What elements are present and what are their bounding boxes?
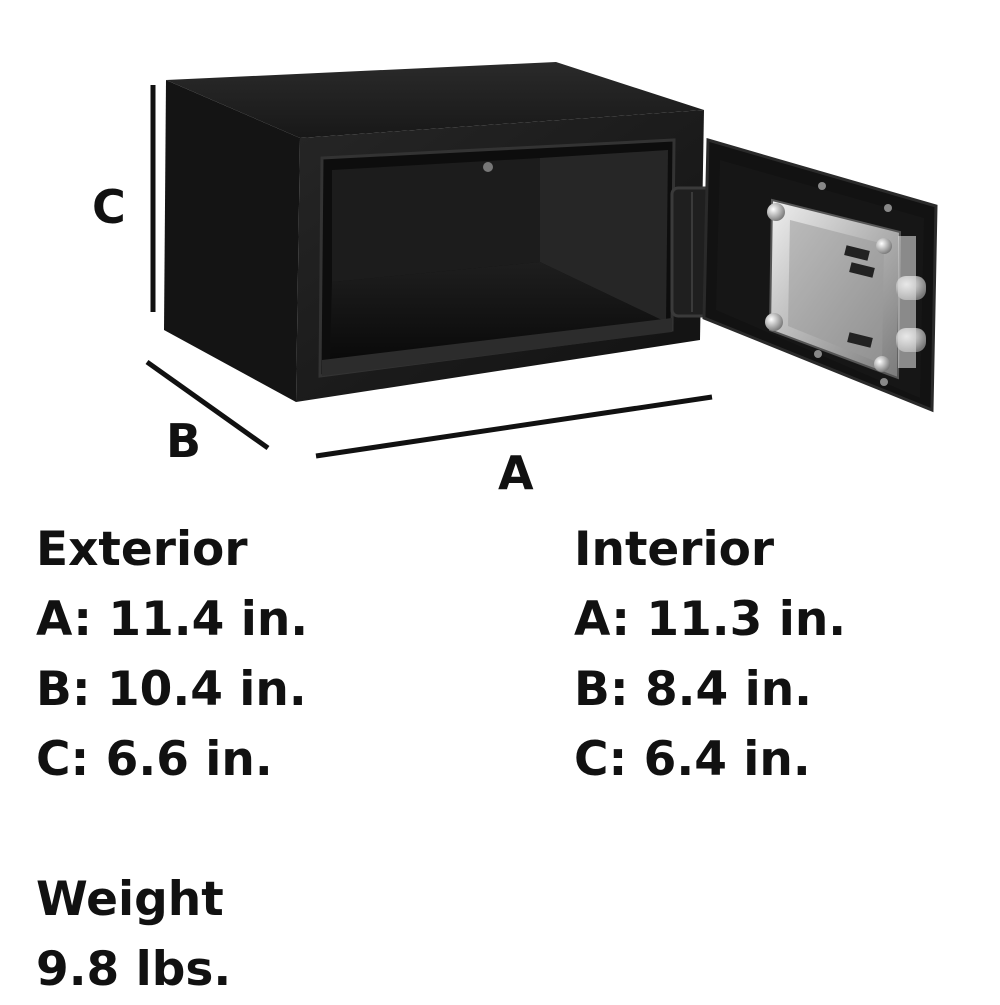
- exterior-a: A: 11.4 in.: [36, 592, 309, 647]
- weight-specs: Weight 9.8 lbs.: [36, 865, 231, 1005]
- safe-left-side: [164, 80, 300, 402]
- exterior-c: C: 6.6 in.: [36, 732, 273, 787]
- door-sill: [322, 318, 672, 376]
- dimension-line-b: [145, 359, 270, 451]
- weight-heading: Weight: [36, 872, 224, 927]
- exterior-heading: Exterior: [36, 522, 248, 577]
- dimension-line-a: [315, 394, 713, 459]
- weight-value: 9.8 lbs.: [36, 942, 232, 997]
- interior-floor: [330, 262, 666, 360]
- exterior-specs: Exterior A: 11.4 in. B: 10.4 in. C: 6.6 …: [36, 515, 308, 795]
- interior-c: C: 6.4 in.: [574, 732, 811, 787]
- interior-right: [540, 150, 668, 322]
- interior-heading: Interior: [574, 522, 775, 577]
- safe-illustration: [145, 62, 938, 459]
- safe-top: [166, 62, 704, 138]
- dimension-label-b: B: [166, 414, 202, 468]
- interior-b: B: 8.4 in.: [574, 662, 813, 717]
- dimension-label-a: A: [498, 446, 534, 500]
- interior-back: [332, 158, 540, 282]
- exterior-b: B: 10.4 in.: [36, 662, 307, 717]
- interior-specs: Interior A: 11.3 in. B: 8.4 in. C: 6.4 i…: [574, 515, 846, 795]
- interior-a: A: 11.3 in.: [574, 592, 847, 647]
- interior-latch-dot: [483, 162, 493, 172]
- dimension-label-c: C: [92, 180, 126, 234]
